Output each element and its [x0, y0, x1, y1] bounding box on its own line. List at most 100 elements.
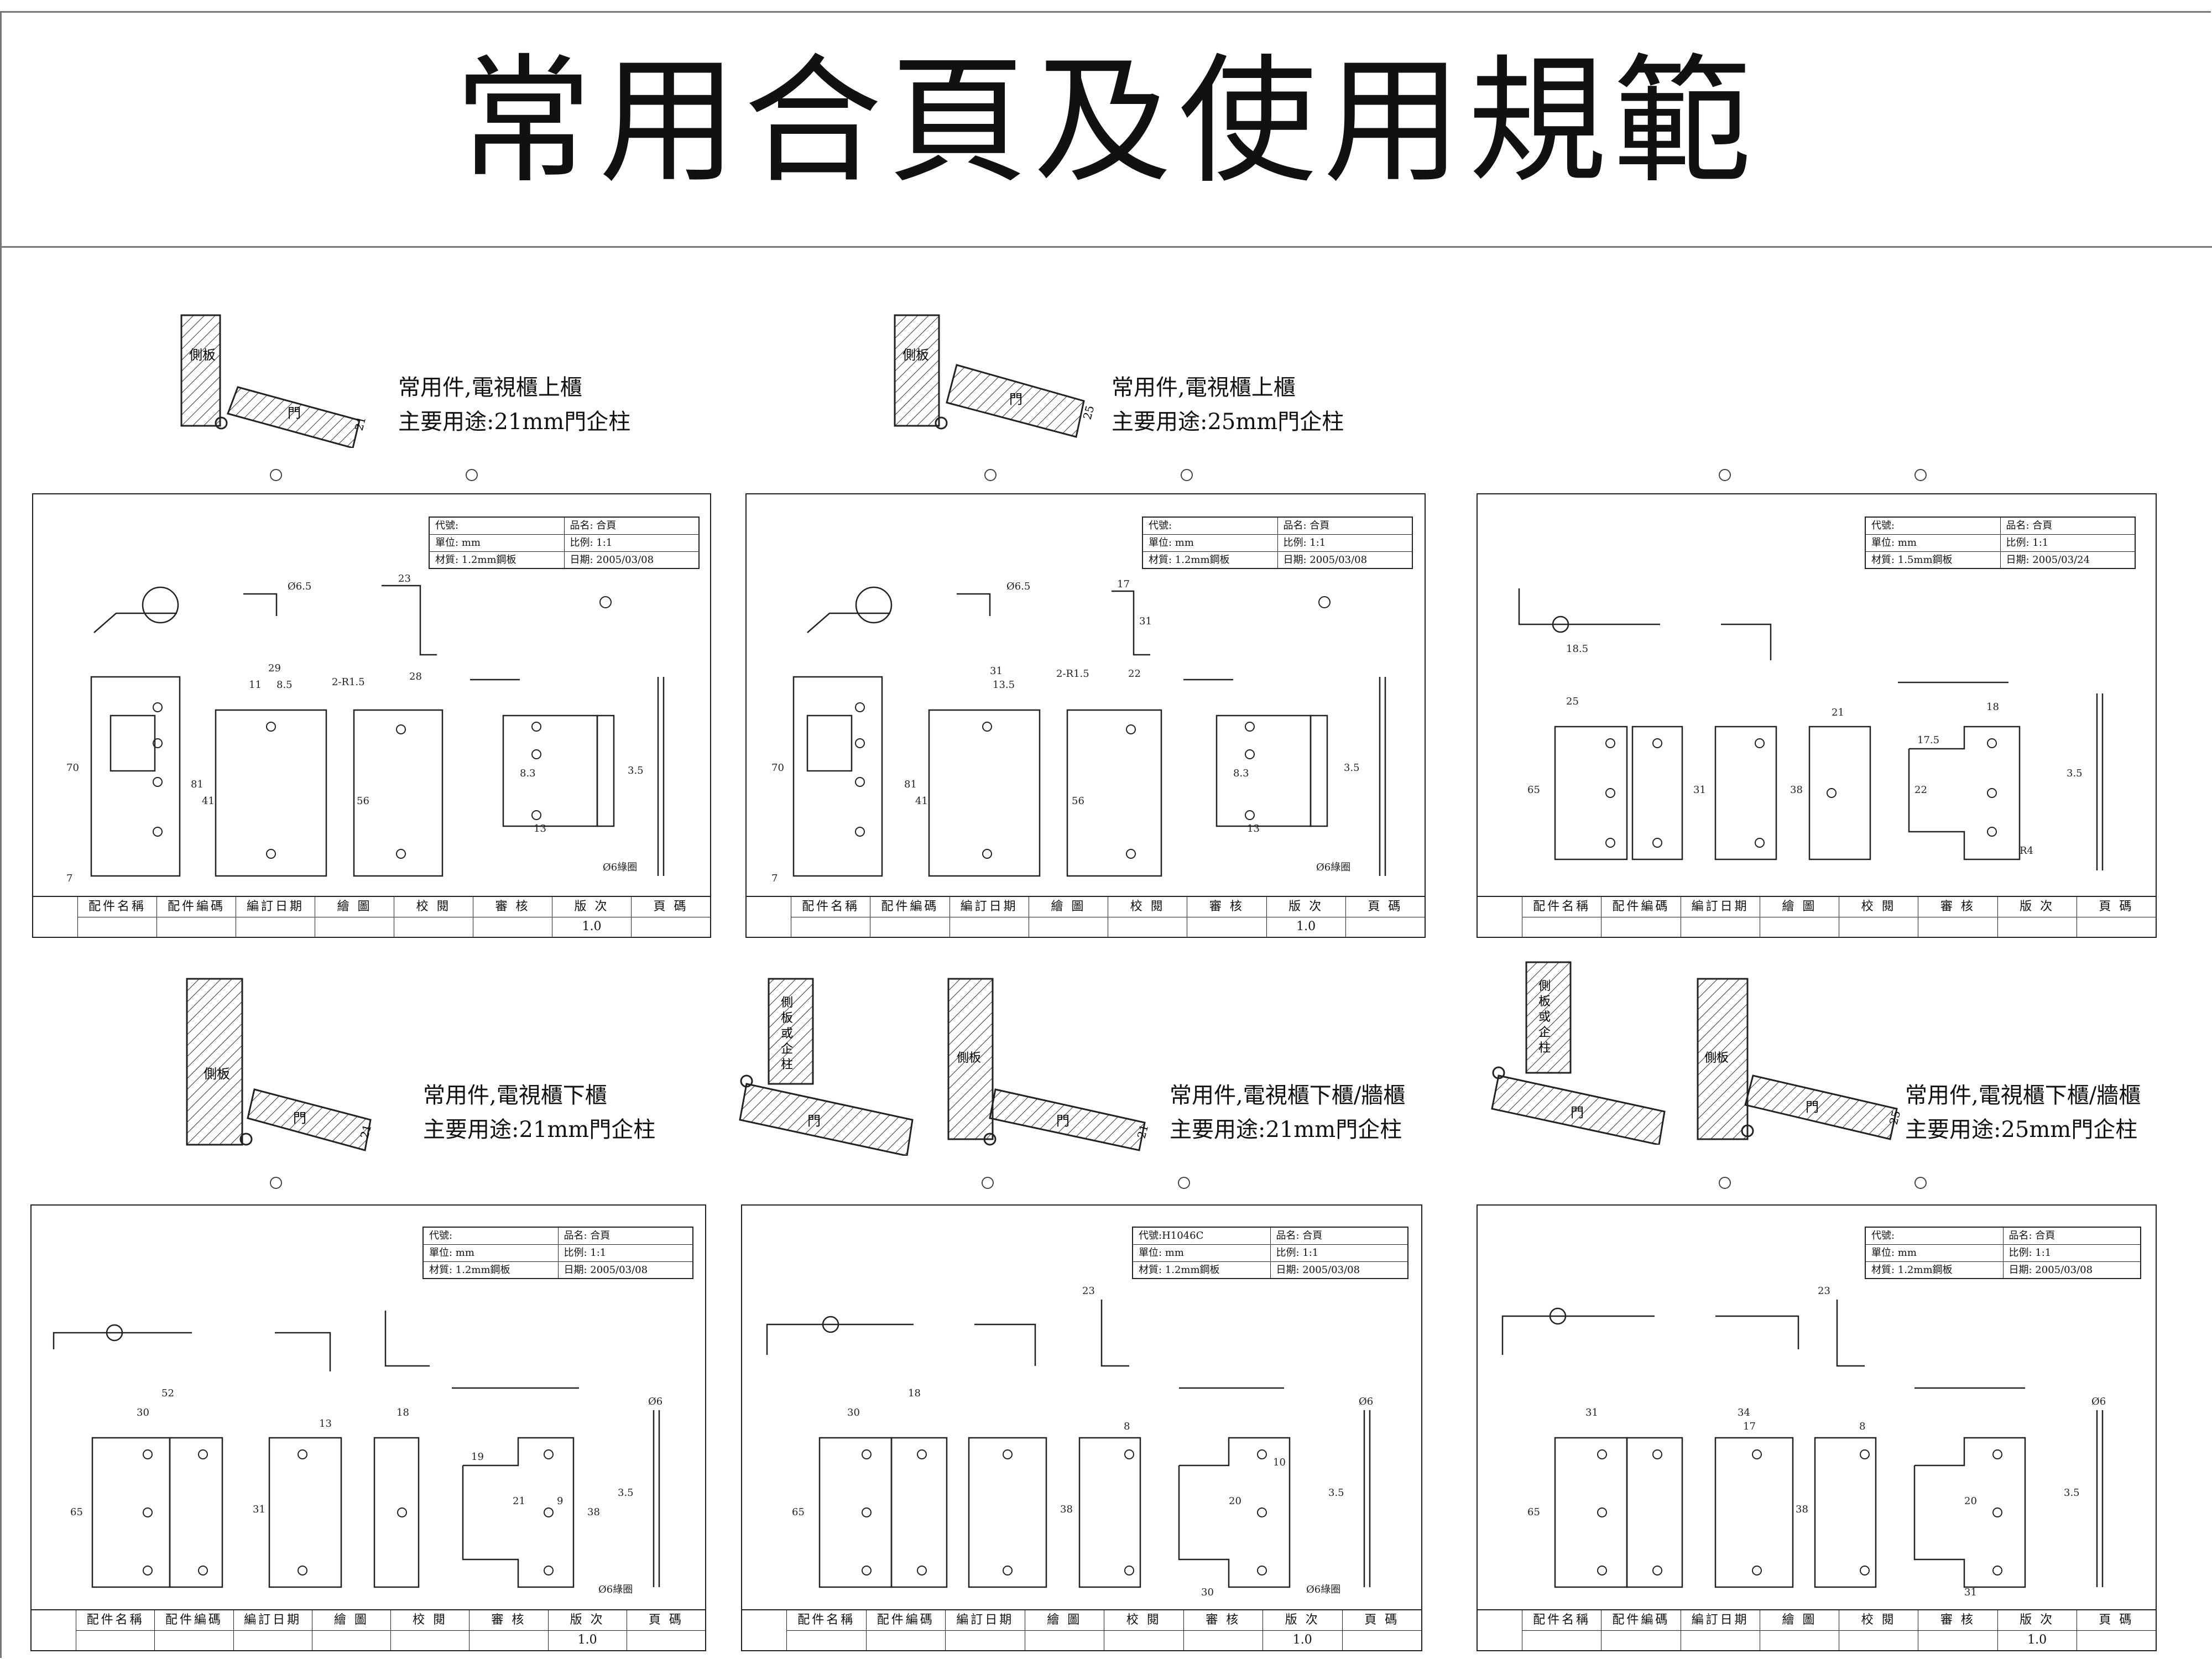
page-title: 常用合頁及使用規範 — [454, 41, 1758, 202]
hinge-sheet-4: 65 30 52 13 18 31 19 21 9 38 3.5 Ø6 Ø6綠圈… — [30, 1204, 706, 1651]
svg-text:3.5: 3.5 — [618, 1487, 634, 1499]
svg-text:板: 板 — [1538, 995, 1551, 1009]
svg-text:29: 29 — [268, 662, 281, 674]
svg-text:41: 41 — [202, 795, 215, 807]
svg-text:8.3: 8.3 — [520, 768, 536, 779]
svg-text:17: 17 — [1117, 578, 1130, 590]
svg-text:Ø6: Ø6 — [2091, 1396, 2106, 1407]
svg-text:65: 65 — [1527, 784, 1540, 796]
svg-text:11: 11 — [249, 679, 262, 691]
svg-text:38: 38 — [1060, 1504, 1073, 1515]
svg-text:18.5: 18.5 — [1566, 643, 1588, 655]
svg-text:65: 65 — [792, 1506, 805, 1518]
side-panel-label: 側板 — [189, 347, 216, 363]
svg-text:56: 56 — [357, 795, 369, 807]
door-label: 門 — [1806, 1099, 1819, 1115]
svg-text:Ø6綠圈: Ø6綠圈 — [1306, 1584, 1340, 1595]
door-label: 門 — [288, 405, 301, 421]
pin-mark — [1914, 469, 1927, 481]
svg-text:28: 28 — [409, 671, 422, 682]
svg-text:Ø6.5: Ø6.5 — [1006, 581, 1030, 592]
pin-mark — [270, 469, 282, 481]
svg-text:34: 34 — [1738, 1407, 1750, 1418]
svg-text:Ø6.5: Ø6.5 — [288, 581, 311, 592]
svg-text:8.3: 8.3 — [1233, 768, 1249, 779]
svg-text:Ø6: Ø6 — [1359, 1396, 1373, 1407]
svg-text:17: 17 — [1743, 1421, 1756, 1432]
side-panel-label: 側板 — [902, 347, 929, 363]
svg-text:側: 側 — [1538, 979, 1551, 993]
install-sketch-1: 側板 門 21 — [180, 314, 368, 448]
svg-text:板: 板 — [781, 1011, 793, 1025]
svg-text:7: 7 — [66, 873, 72, 884]
pin-mark — [1181, 469, 1193, 481]
pin-mark — [984, 469, 997, 481]
svg-text:30: 30 — [1201, 1587, 1214, 1598]
pin-mark — [270, 1177, 282, 1189]
hinge-3-drawing: 65 25 18.5 31 38 21 18 17.5 22 R4 3.5 — [1518, 588, 2104, 870]
svg-text:31: 31 — [1585, 1407, 1598, 1418]
svg-text:65: 65 — [1527, 1506, 1540, 1518]
svg-text:3.5: 3.5 — [2067, 768, 2083, 779]
svg-text:38: 38 — [1790, 784, 1803, 796]
svg-text:22: 22 — [1128, 668, 1141, 680]
door-thickness: 21 — [358, 1123, 374, 1140]
svg-text:52: 52 — [161, 1387, 174, 1399]
door-label: 門 — [1571, 1105, 1584, 1120]
svg-text:13: 13 — [319, 1418, 332, 1430]
svg-text:81: 81 — [904, 779, 917, 790]
door-thickness: 25 — [1081, 404, 1097, 421]
pin-mark — [1719, 1177, 1731, 1189]
door-label: 門 — [1056, 1113, 1070, 1129]
svg-text:30: 30 — [137, 1407, 149, 1418]
svg-text:70: 70 — [771, 762, 784, 774]
title-separator — [0, 246, 2212, 248]
hinge-sheet-5: 65 30 18 8 38 23 20 10 30 3.5 Ø6 Ø6綠圈 代號… — [741, 1204, 1422, 1651]
svg-text:側板: 側板 — [1704, 1051, 1729, 1065]
svg-text:18: 18 — [397, 1407, 409, 1418]
svg-text:18: 18 — [908, 1387, 921, 1399]
svg-text:企: 企 — [1538, 1026, 1551, 1040]
svg-text:18: 18 — [1986, 701, 1999, 713]
svg-text:17.5: 17.5 — [1917, 734, 1939, 746]
svg-text:或: 或 — [781, 1027, 793, 1041]
pin-mark — [1178, 1177, 1190, 1189]
hinge-5-description: 常用件,電視櫃下櫃/牆櫃 主要用途:21mm門企柱 — [1170, 1083, 1406, 1142]
svg-text:31: 31 — [1964, 1587, 1977, 1598]
svg-text:31: 31 — [1139, 615, 1152, 627]
hinge-1-drawing: 70 81 41 29 8.5 23 56 Ø6.5 2-R1.5 11 28 … — [66, 573, 665, 884]
side-panel-label: 側板 — [204, 1066, 230, 1082]
svg-text:41: 41 — [915, 795, 928, 807]
svg-text:企: 企 — [781, 1042, 793, 1056]
install-sketch-2: 側板 門 25 — [894, 314, 1097, 438]
svg-text:或: 或 — [1538, 1010, 1551, 1024]
hinge-sheet-1: 70 81 41 29 8.5 23 56 Ø6.5 2-R1.5 11 28 … — [32, 493, 711, 938]
svg-text:8: 8 — [1859, 1421, 1865, 1432]
svg-text:7: 7 — [771, 873, 778, 884]
svg-text:3.5: 3.5 — [1328, 1487, 1344, 1499]
svg-text:Ø6: Ø6 — [648, 1396, 662, 1407]
hinge-6-description: 常用件,電視櫃下櫃/牆櫃 主要用途:25mm門企柱 — [1905, 1083, 2141, 1142]
pin-mark — [466, 469, 478, 481]
door-label: 門 — [807, 1113, 821, 1129]
svg-text:9: 9 — [557, 1495, 563, 1507]
hinge-4-description: 常用件,電視櫃下櫃 主要用途:21mm門企柱 — [423, 1083, 656, 1142]
pin-mark — [1914, 1177, 1927, 1189]
hinge-sheet-3: 65 25 18.5 31 38 21 18 17.5 22 R4 3.5 代號… — [1477, 493, 2157, 938]
door-thickness: 21 — [1135, 1123, 1151, 1140]
svg-text:側板: 側板 — [957, 1051, 981, 1065]
svg-text:R4: R4 — [2020, 845, 2033, 857]
svg-text:56: 56 — [1072, 795, 1084, 807]
svg-text:柱: 柱 — [781, 1058, 793, 1072]
svg-text:38: 38 — [1796, 1504, 1808, 1515]
hinge-6-drawing: 65 31 34 17 8 38 23 20 31 3.5 Ø6 — [1501, 1285, 2106, 1598]
svg-text:23: 23 — [1082, 1285, 1095, 1297]
svg-text:側: 側 — [781, 996, 793, 1010]
